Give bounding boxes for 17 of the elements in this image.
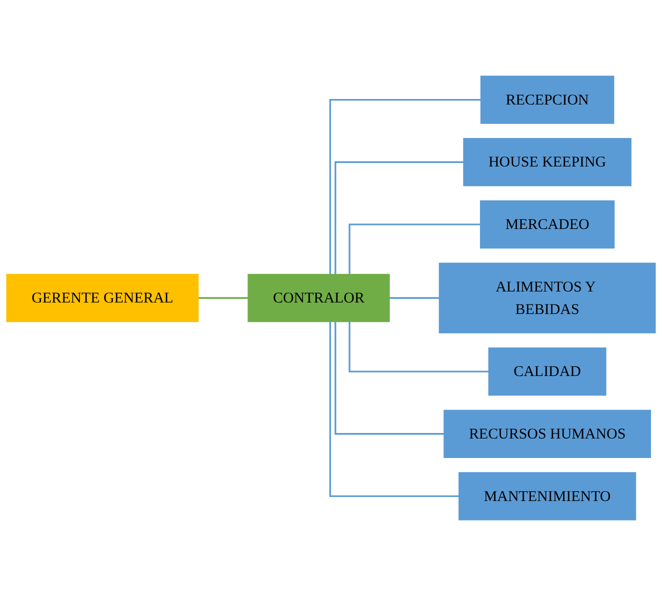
connector [197, 297, 248, 299]
connector [334, 322, 444, 435]
connector [348, 322, 489, 372]
node-box: RECURSOS HUMANOS [444, 410, 651, 458]
node-box: CALIDAD [488, 347, 606, 396]
node-box: MERCADEO [480, 200, 615, 249]
node-box: RECEPCION [480, 76, 614, 124]
node-box: ALIMENTOS Y BEBIDAS [438, 262, 656, 334]
connector [329, 98, 481, 274]
node-box: GERENTE GENERAL [6, 274, 199, 322]
node-box: HOUSE KEEPING [463, 138, 632, 186]
connector [334, 161, 464, 274]
node-box: MANTENIMIENTO [458, 472, 636, 520]
node-box: CONTRALOR [248, 274, 390, 322]
connector [388, 297, 440, 299]
connector [329, 322, 459, 498]
connector [348, 224, 480, 274]
